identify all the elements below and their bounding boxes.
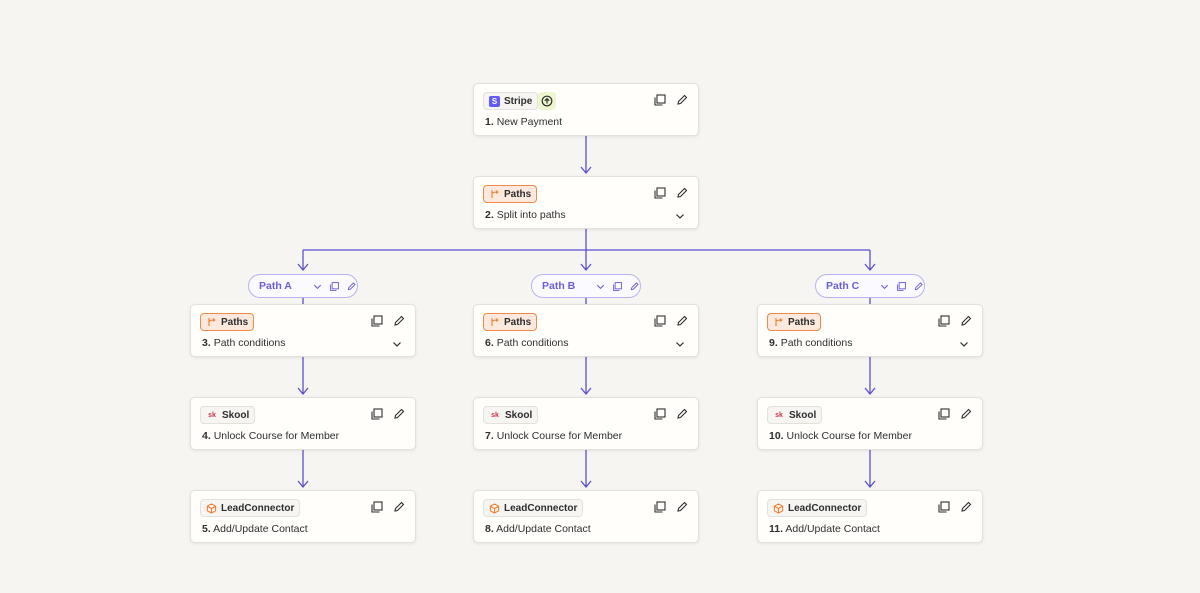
- chevron-down-icon[interactable]: [312, 281, 323, 292]
- trigger-indicator-icon: [538, 92, 556, 110]
- edit-icon[interactable]: [392, 500, 406, 514]
- path-conditions-card[interactable]: Paths 6. Path conditions: [473, 304, 699, 357]
- app-badge-skool: sk Skool: [200, 406, 256, 424]
- skool-step-card[interactable]: sk Skool 10. Unlock Course for Member: [757, 397, 983, 450]
- app-name: LeadConnector: [221, 502, 295, 514]
- app-badge-stripe: S Stripe: [483, 92, 539, 110]
- app-name: Paths: [504, 316, 532, 328]
- step-title: 3. Path conditions: [202, 337, 286, 349]
- step-title: 7. Unlock Course for Member: [485, 430, 623, 442]
- edit-icon[interactable]: [675, 186, 689, 200]
- app-name: Paths: [788, 316, 816, 328]
- copy-icon[interactable]: [653, 186, 667, 200]
- path-conditions-card[interactable]: Paths 9. Path conditions: [757, 304, 983, 357]
- paths-icon: [489, 317, 500, 328]
- paths-icon: [773, 317, 784, 328]
- chevron-down-icon[interactable]: [674, 337, 686, 349]
- paths-icon: [206, 317, 217, 328]
- app-name: Skool: [222, 409, 250, 421]
- paths-icon: [489, 189, 500, 200]
- app-badge-leadconnector: LeadConnector: [767, 499, 868, 517]
- leadconnector-step-card[interactable]: LeadConnector 11. Add/Update Contact: [757, 490, 983, 543]
- copy-icon[interactable]: [653, 407, 667, 421]
- copy-icon[interactable]: [937, 314, 951, 328]
- app-name: Skool: [505, 409, 533, 421]
- path-label: Path A: [259, 280, 292, 292]
- skool-icon: sk: [208, 411, 216, 419]
- app-badge-skool: sk Skool: [483, 406, 539, 424]
- skool-step-card[interactable]: sk Skool 7. Unlock Course for Member: [473, 397, 699, 450]
- edit-icon[interactable]: [675, 500, 689, 514]
- chevron-down-icon[interactable]: [879, 281, 890, 292]
- edit-icon[interactable]: [675, 93, 689, 107]
- copy-icon[interactable]: [612, 281, 623, 292]
- app-name: LeadConnector: [504, 502, 578, 514]
- step-title: 1. New Payment: [485, 116, 563, 128]
- chevron-down-icon[interactable]: [391, 337, 403, 349]
- edit-icon[interactable]: [629, 281, 640, 292]
- app-badge-skool: sk Skool: [767, 406, 823, 424]
- copy-icon[interactable]: [370, 407, 384, 421]
- skool-step-card[interactable]: sk Skool 4. Unlock Course for Member: [190, 397, 416, 450]
- path-conditions-card[interactable]: Paths 3. Path conditions: [190, 304, 416, 357]
- path-label: Path B: [542, 280, 576, 292]
- path-label: Path C: [826, 280, 860, 292]
- chevron-down-icon[interactable]: [958, 337, 970, 349]
- skool-icon: sk: [775, 411, 783, 419]
- app-name: Paths: [504, 188, 532, 200]
- app-badge-paths: Paths: [767, 313, 822, 331]
- edit-icon[interactable]: [959, 314, 973, 328]
- copy-icon[interactable]: [653, 314, 667, 328]
- copy-icon[interactable]: [370, 500, 384, 514]
- chevron-down-icon[interactable]: [674, 209, 686, 221]
- edit-icon[interactable]: [346, 281, 357, 292]
- leadconnector-icon: [773, 502, 784, 514]
- app-name: LeadConnector: [788, 502, 862, 514]
- step-title: 5. Add/Update Contact: [202, 523, 308, 535]
- step-title: 6. Path conditions: [485, 337, 569, 349]
- edit-icon[interactable]: [392, 314, 406, 328]
- leadconnector-step-card[interactable]: LeadConnector 5. Add/Update Contact: [190, 490, 416, 543]
- copy-icon[interactable]: [653, 500, 667, 514]
- edit-icon[interactable]: [675, 314, 689, 328]
- edit-icon[interactable]: [959, 500, 973, 514]
- step-1-card[interactable]: S Stripe 1. New Payment: [473, 83, 699, 136]
- step-title: 8. Add/Update Contact: [485, 523, 591, 535]
- copy-icon[interactable]: [937, 407, 951, 421]
- edit-icon[interactable]: [959, 407, 973, 421]
- chevron-down-icon[interactable]: [595, 281, 606, 292]
- step-title: 4. Unlock Course for Member: [202, 430, 340, 442]
- leadconnector-icon: [206, 502, 217, 514]
- app-name: Stripe: [504, 95, 533, 107]
- leadconnector-icon: [489, 502, 500, 514]
- skool-icon: sk: [491, 411, 499, 419]
- leadconnector-step-card[interactable]: LeadConnector 8. Add/Update Contact: [473, 490, 699, 543]
- app-name: Skool: [789, 409, 817, 421]
- app-badge-paths: Paths: [200, 313, 255, 331]
- step-2-card[interactable]: Paths 2. Split into paths: [473, 176, 699, 229]
- edit-icon[interactable]: [675, 407, 689, 421]
- step-title: 9. Path conditions: [769, 337, 853, 349]
- copy-icon[interactable]: [896, 281, 907, 292]
- copy-icon[interactable]: [937, 500, 951, 514]
- copy-icon[interactable]: [370, 314, 384, 328]
- stripe-icon: S: [489, 95, 500, 107]
- path-b-pill[interactable]: Path B: [531, 274, 641, 298]
- step-title: 11. Add/Update Contact: [769, 523, 880, 535]
- app-badge-paths: Paths: [483, 313, 538, 331]
- copy-icon[interactable]: [329, 281, 340, 292]
- path-a-pill[interactable]: Path A: [248, 274, 358, 298]
- copy-icon[interactable]: [653, 93, 667, 107]
- app-badge-leadconnector: LeadConnector: [483, 499, 584, 517]
- app-badge-leadconnector: LeadConnector: [200, 499, 301, 517]
- app-name: Paths: [221, 316, 249, 328]
- app-badge-paths: Paths: [483, 185, 538, 203]
- path-c-pill[interactable]: Path C: [815, 274, 925, 298]
- edit-icon[interactable]: [392, 407, 406, 421]
- step-title: 2. Split into paths: [485, 209, 566, 221]
- edit-icon[interactable]: [913, 281, 924, 292]
- step-title: 10. Unlock Course for Member: [769, 430, 912, 442]
